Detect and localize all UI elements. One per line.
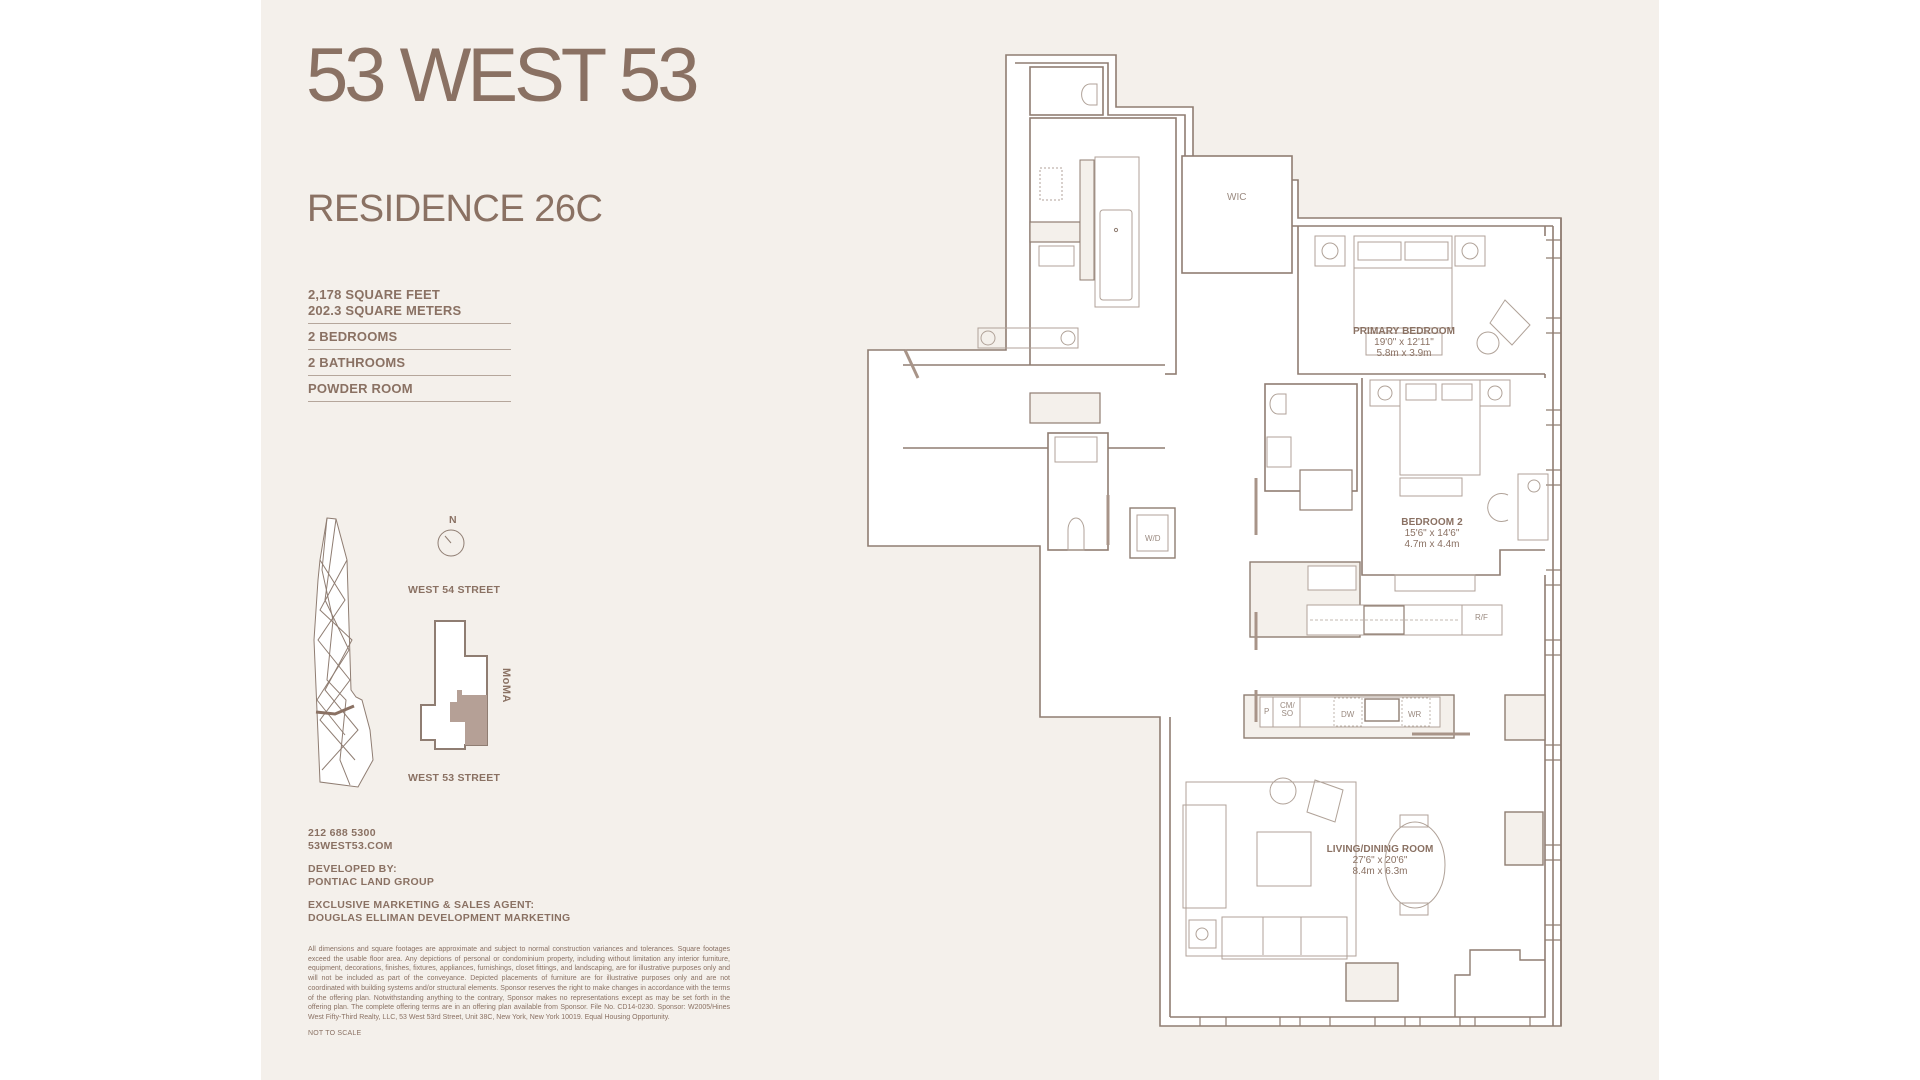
contact-info: 212 688 5300 53WEST53.COM DEVELOPED BY: …: [308, 827, 571, 935]
agent-heading: EXCLUSIVE MARKETING & SALES AGENT:: [308, 899, 535, 911]
room-label-primary-bedroom: PRIMARY BEDROOM 19'0" x 12'11" 5.8m x 3.…: [1344, 326, 1464, 359]
fixture-label-wine-refrigerator: WR: [1408, 710, 1422, 719]
spec-square-feet: 2,178 SQUARE FEET: [308, 287, 440, 302]
not-to-scale-note: NOT TO SCALE: [308, 1030, 362, 1037]
developer-heading: DEVELOPED BY:: [308, 863, 397, 875]
site-map-icon: [420, 620, 488, 750]
compass-north-label: N: [449, 514, 457, 526]
north-street-label: WEST 54 STREET: [408, 584, 501, 596]
residence-specs: 2,178 SQUARE FEET 202.3 SQUARE METERS 2 …: [308, 285, 511, 402]
room-dimensions-metric: 4.7m x 4.4m: [1404, 539, 1460, 550]
spec-bathrooms: 2 BATHROOMS: [308, 350, 511, 376]
developer-name: PONTIAC LAND GROUP: [308, 876, 435, 888]
north-compass-icon: [437, 529, 465, 557]
fixture-label-washer-dryer: W/D: [1145, 534, 1161, 543]
tower-illustration-icon: [313, 517, 374, 788]
floor-plan: [867, 54, 1562, 1027]
website-link[interactable]: 53WEST53.COM: [308, 840, 393, 852]
room-label-bedroom-2: BEDROOM 2 15'6" x 14'6" 4.7m x 4.4m: [1387, 517, 1477, 550]
spec-area: 2,178 SQUARE FEET 202.3 SQUARE METERS: [308, 285, 511, 324]
spec-square-meters: 202.3 SQUARE METERS: [308, 303, 462, 318]
brand-title: 53 WEST 53: [306, 33, 699, 118]
fixture-label-pantry: P: [1264, 707, 1270, 716]
room-dimensions-imperial: 19'0" x 12'11": [1374, 337, 1434, 348]
room-dimensions-metric: 8.4m x 6.3m: [1352, 866, 1408, 877]
room-name: BEDROOM 2: [1401, 517, 1463, 528]
room-label-living-dining: LIVING/DINING ROOM 27'6" x 20'6" 8.4m x …: [1320, 844, 1440, 877]
legal-disclaimer: All dimensions and square footages are a…: [308, 946, 730, 1021]
spec-powder-room: POWDER ROOM: [308, 376, 511, 402]
agent-name: DOUGLAS ELLIMAN DEVELOPMENT MARKETING: [308, 912, 571, 924]
room-dimensions-metric: 5.8m x 3.9m: [1376, 348, 1432, 359]
fixture-label-coffee-maker: CM/ SO: [1280, 701, 1295, 718]
fixture-label-dishwasher: DW: [1341, 710, 1355, 719]
room-dimensions-imperial: 27'6" x 20'6": [1352, 855, 1408, 866]
room-dimensions-imperial: 15'6" x 14'6": [1404, 528, 1460, 539]
phone-number[interactable]: 212 688 5300: [308, 827, 376, 839]
fixture-label-refrigerator: R/F: [1475, 613, 1488, 622]
room-name: LIVING/DINING ROOM: [1326, 844, 1434, 855]
spec-bedrooms: 2 BEDROOMS: [308, 324, 511, 350]
south-street-label: WEST 53 STREET: [408, 772, 501, 784]
residence-title: RESIDENCE 26C: [307, 188, 603, 230]
room-name: PRIMARY BEDROOM: [1352, 326, 1456, 337]
fixture-label-wic: WIC: [1227, 192, 1247, 203]
moma-label: MoMA: [500, 668, 512, 703]
